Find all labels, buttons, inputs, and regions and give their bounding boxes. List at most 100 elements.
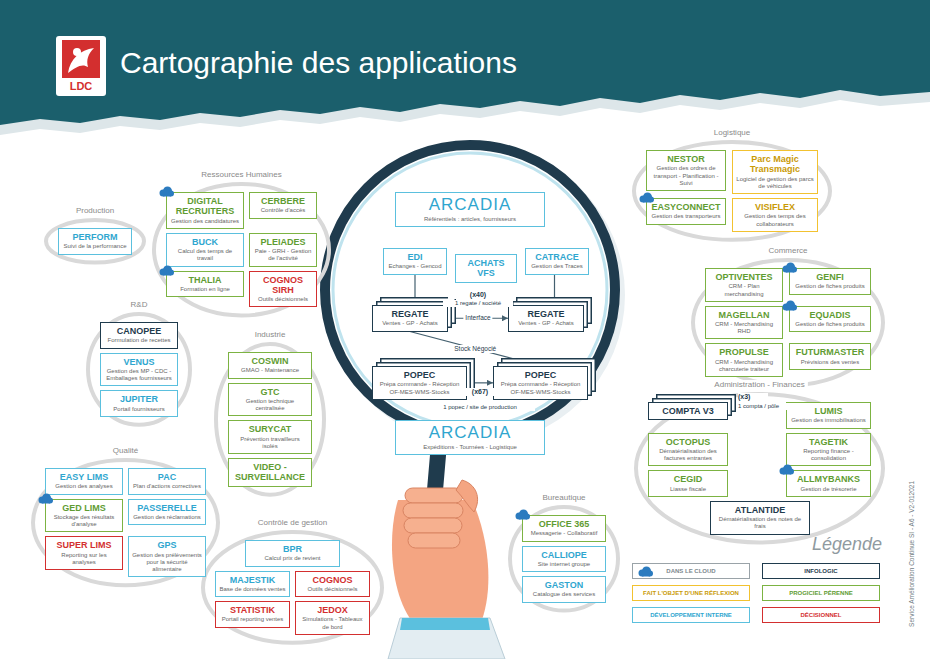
application-description: Formulation de recettes: [104, 337, 174, 344]
logo-figure: [68, 48, 94, 73]
application-box: ARCADIAExpéditions - Tournées - Logistiq…: [395, 420, 545, 455]
application-description: CRM - Merchandising charcuterie traiteur: [709, 359, 779, 373]
application-description: Gestion des temps des collaborateurs: [736, 213, 814, 227]
group-heading: Industrie: [252, 330, 289, 340]
group-ellipse-line: [33, 460, 218, 585]
application-box: CANOPEEFormulation de recettes: [100, 322, 178, 349]
flow-connector: [467, 382, 493, 383]
application-box: SURYCATPrévention travailleurs isolés: [228, 420, 312, 454]
hand-finger: [408, 533, 460, 548]
application-description: Gestion des réclamations: [132, 514, 202, 521]
legend-swatch: DÉCISIONNEL: [762, 607, 880, 623]
group-ellipse-line: [216, 344, 324, 495]
application-box: Parc Magic TransmagicLogiciel de gestion…: [732, 150, 818, 194]
cloud-part: [643, 199, 651, 203]
application-box: EDIEchanges - Gencod: [383, 248, 447, 275]
footer-note: Service Amélioration Continue SI - A6 - …: [908, 454, 916, 654]
legend-swatch: DANS LE CLOUD: [632, 563, 750, 579]
legend-text: DANS LE CLOUD: [666, 568, 715, 574]
application-name: ACHATS VFS: [459, 258, 513, 279]
logo-tile: [56, 36, 106, 96]
application-name: ARCADIA: [399, 196, 541, 215]
group-heading: Logistique: [711, 128, 753, 138]
cloud-part: [519, 516, 527, 520]
application-description: Gestion de fiches produits: [793, 283, 867, 290]
stack-note: 1 popec / site de production: [425, 404, 535, 411]
group-ellipse-line: [203, 532, 382, 643]
application-box: VIDEO - SURVEILLANCE: [228, 458, 312, 487]
application-name: LUMIS: [790, 406, 867, 416]
hand-finger: [405, 488, 463, 503]
legend-text: DÉVELOPPEMENT INTERNE: [650, 612, 732, 618]
application-box: PASSERELLEGestion des réclamations: [128, 499, 206, 526]
application-name: MAJESTIK: [219, 575, 286, 585]
application-box: SUPER LIMSReporting sur les analyses: [45, 536, 123, 570]
cloud-icon: [781, 300, 798, 311]
application-name: SUPER LIMS: [49, 540, 119, 550]
application-name: GASTON: [526, 580, 602, 590]
stack-note: 1 compta / pôle: [738, 403, 788, 410]
application-description: Gestion de trésorerie: [790, 486, 867, 493]
group-ellipse-line: [510, 507, 618, 611]
application-box: VISIFLEXGestion des temps des collaborat…: [732, 198, 818, 232]
application-box: MAJESTIKBase de données ventes: [215, 571, 290, 598]
group-ellipse: IndustrieCOSWINGMAO - MaintenanceGTCGest…: [214, 342, 326, 497]
application-name: THALIA: [170, 275, 240, 285]
sleeve: [388, 618, 505, 659]
application-name: CANOPEE: [104, 326, 174, 336]
flow-connector: [410, 332, 541, 366]
cloud-part: [786, 307, 794, 311]
application-box: OPTIVENTESCRM - Plan merchandising: [705, 268, 783, 302]
application-box: GTCGestion technique centralisée: [228, 383, 312, 417]
group-ellipse: Contrôle de gestionBPRCalcul prix de rev…: [201, 530, 384, 645]
lens-inner-ring: [333, 153, 607, 427]
cloud-part: [42, 500, 50, 504]
legend-swatch: PROGICIEL PÉRENNE: [762, 585, 880, 601]
application-box: PACPlan d'actions correctives: [128, 468, 206, 495]
hand-thumb: [456, 480, 478, 512]
application-name: PERFORM: [62, 232, 128, 242]
application-name: ARCADIA: [399, 424, 541, 443]
application-description: GMAO - Maintenance: [232, 367, 308, 374]
group-heading: Ressources Humaines: [198, 170, 284, 180]
application-name: ALLMYBANKS: [790, 474, 867, 484]
legend-text: DÉCISIONNEL: [800, 612, 841, 618]
application-description: Dématérialisation des notes de frais: [714, 516, 806, 530]
group-ellipse-line: [634, 142, 830, 240]
application-box: COGNOSOutils décisionnels: [295, 571, 370, 598]
stack-note: 1 regate / société: [443, 300, 513, 307]
application-box: EQUADISGestion de fiches produits: [789, 306, 871, 333]
application-box: REGATEVentes - GP - Achats: [508, 305, 584, 332]
application-description: Logiciel de gestion des parcs de véhicul…: [736, 176, 814, 190]
application-name: BUCK: [170, 237, 240, 247]
application-description: Site internet groupe: [526, 561, 602, 568]
application-name: POPEC: [376, 370, 463, 380]
sleeve-cuff: [400, 618, 490, 630]
stack-count: (x40): [448, 291, 508, 299]
cloud-part: [783, 471, 791, 475]
application-box: FUTURMASTERPrévisions des ventes: [789, 343, 871, 370]
application-box: NESTORGestion des ordres de transport - …: [646, 150, 726, 191]
application-description: Gestion des ordres de transport - Planif…: [650, 165, 722, 187]
group-ellipse: Ressources HumainesDIGITAL RECRUITERSGes…: [152, 182, 331, 317]
application-name: VENUS: [104, 357, 174, 367]
application-name: REGATE: [376, 309, 444, 319]
application-description: Base de données ventes: [219, 586, 286, 593]
application-name: EDI: [387, 252, 443, 262]
stack-count: (x3): [738, 393, 768, 401]
legend-text: FAIT L'OBJET D'UNE RÉFLEXION: [643, 590, 739, 596]
logo-square: [62, 40, 100, 78]
legend-text: INFOLOGIC: [804, 568, 837, 574]
application-description: Messagerie - Collaboratif: [526, 530, 602, 537]
application-box: PROPULSECRM - Merchandising charcuterie …: [705, 343, 783, 377]
cloud-icon: [514, 509, 531, 520]
application-description: Calcul des temps de travail: [170, 248, 240, 262]
hand-finger: [404, 518, 462, 533]
application-description: Catalogue des services: [526, 591, 602, 598]
application-description: Suivi de la performance: [62, 243, 128, 250]
hand-finger: [403, 503, 463, 518]
application-box: ACHATS VFS: [455, 254, 517, 283]
application-box: PLEIADESPaie - GRH - Gestion de l'activi…: [249, 233, 317, 267]
application-box: OFFICE 365Messagerie - Collaboratif: [522, 515, 606, 542]
application-description: Simulations - Tableaux de bord: [299, 616, 366, 630]
